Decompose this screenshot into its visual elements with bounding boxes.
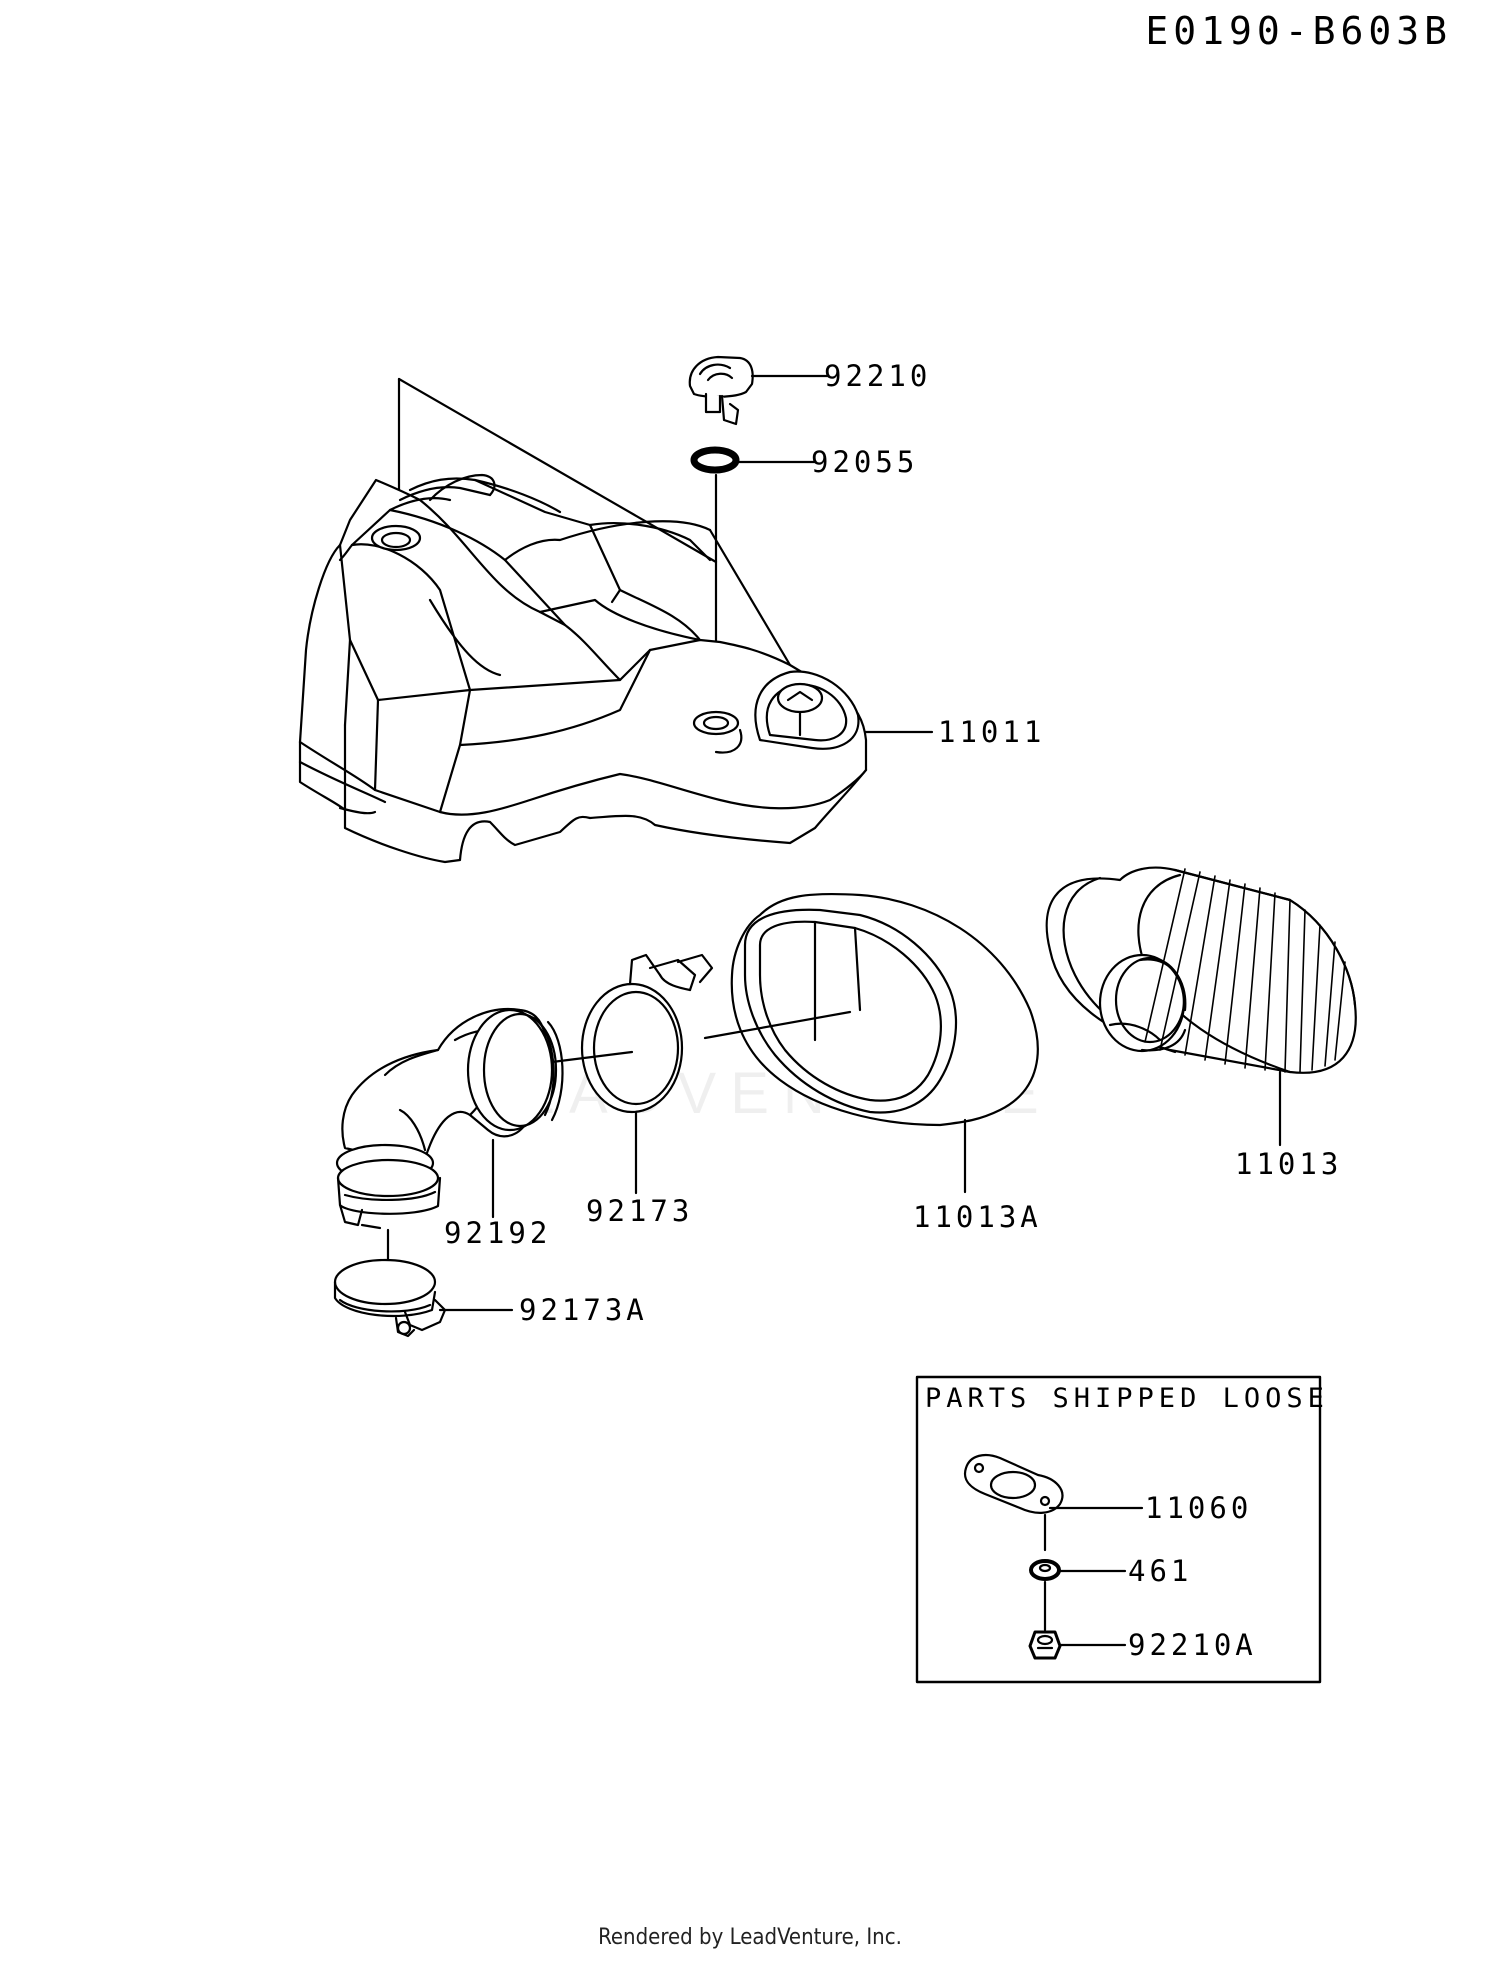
label-92192[interactable]: 92192 — [444, 1216, 552, 1250]
label-11013[interactable]: 11013 — [1235, 1147, 1343, 1181]
label-461[interactable]: 461 — [1128, 1554, 1193, 1588]
label-11060[interactable]: 11060 — [1145, 1491, 1253, 1525]
cover-11011 — [298, 377, 868, 864]
gasket-11060 — [963, 1453, 1064, 1514]
label-92055[interactable]: 92055 — [811, 445, 919, 479]
knob-92210 — [688, 355, 754, 426]
footer-credit: Rendered by LeadVenture, Inc. — [598, 1925, 902, 1950]
label-11013A[interactable]: 11013A — [913, 1200, 1042, 1234]
label-92173[interactable]: 92173 — [586, 1194, 694, 1228]
label-92210A[interactable]: 92210A — [1128, 1628, 1257, 1662]
washer-461 — [1029, 1559, 1061, 1581]
clamp-92173A — [333, 1258, 447, 1338]
nut-92210A — [1028, 1630, 1062, 1660]
clamp-92173 — [550, 953, 714, 1114]
filter-11013 — [1045, 866, 1357, 1074]
label-11011[interactable]: 11011 — [938, 715, 1046, 749]
oring-92055 — [690, 446, 740, 474]
label-92173A[interactable]: 92173A — [519, 1293, 648, 1327]
diagram-code: E0190-B603B — [1145, 9, 1452, 53]
precleaner-11013A — [703, 892, 1039, 1127]
elbow-92192 — [335, 1008, 564, 1230]
label-92210[interactable]: 92210 — [824, 359, 932, 393]
parts-loose-title: PARTS SHIPPED LOOSE — [925, 1383, 1329, 1414]
parts-loose-box — [915, 1375, 1322, 1684]
